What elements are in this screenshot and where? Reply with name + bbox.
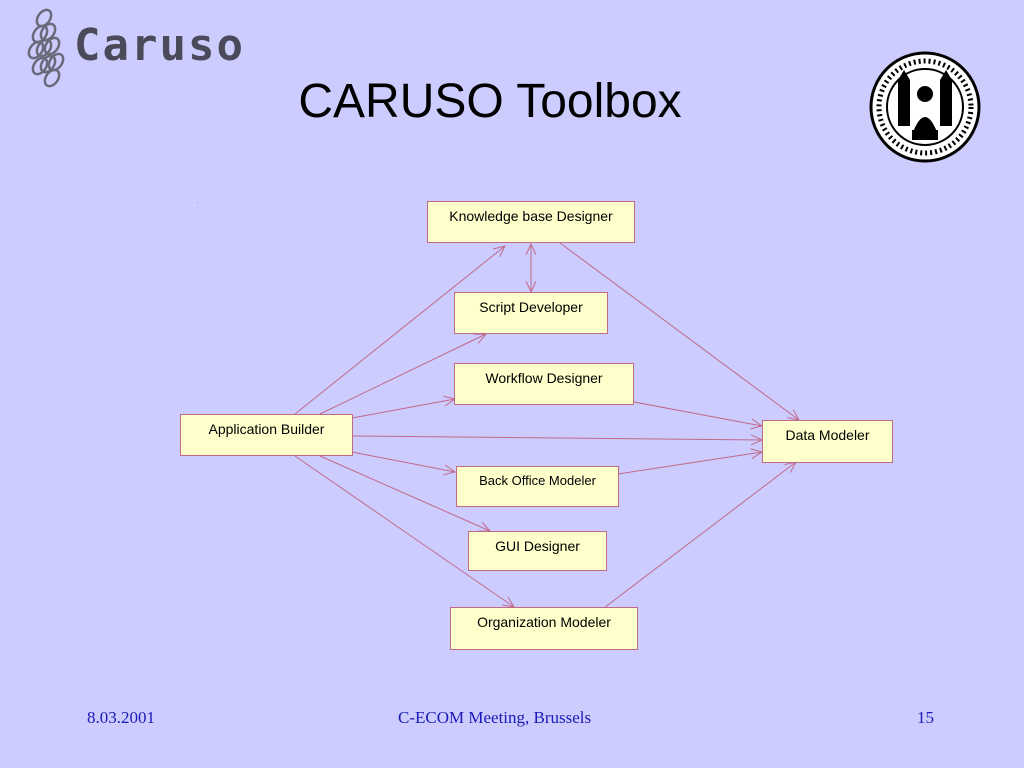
connector-app-to-knowledge [294, 246, 505, 415]
footer-event: C-ECOM Meeting, Brussels [398, 708, 592, 727]
connector-backoffice-to-data [617, 452, 762, 475]
node-script-developer: Script Developer [454, 292, 608, 334]
page-title: CARUSO Toolbox [298, 75, 682, 128]
footer-page-number: 15 [917, 708, 934, 727]
connector-app-to-workflow [351, 399, 455, 419]
connector-organization-to-data [603, 462, 796, 609]
stray-dot [197, 202, 198, 203]
node-back-office-modeler: Back Office Modeler [456, 466, 619, 507]
connector-app-to-backoffice [351, 451, 455, 472]
spiral-logo-icon [27, 8, 65, 88]
university-seal-icon [868, 50, 982, 164]
logo-wordmark: Caruso [74, 20, 245, 71]
connector-app-to-gui [319, 455, 490, 531]
node-data-modeler: Data Modeler [762, 420, 893, 463]
node-application-builder: Application Builder [180, 414, 353, 456]
node-workflow-designer: Workflow Designer [454, 363, 634, 405]
connector-workflow-to-data [633, 401, 762, 426]
node-organization-modeler: Organization Modeler [450, 607, 638, 650]
connector-app-to-script [319, 334, 486, 415]
caruso-logo: Caruso [22, 2, 243, 92]
connector-knowledge-to-data [559, 242, 799, 420]
connector-app-to-organization [294, 455, 514, 607]
node-knowledge-base-designer: Knowledge base Designer [427, 201, 635, 243]
connector-app-to-data [351, 436, 762, 440]
node-gui-designer: GUI Designer [468, 531, 607, 571]
footer-date: 8.03.2001 [87, 708, 155, 727]
